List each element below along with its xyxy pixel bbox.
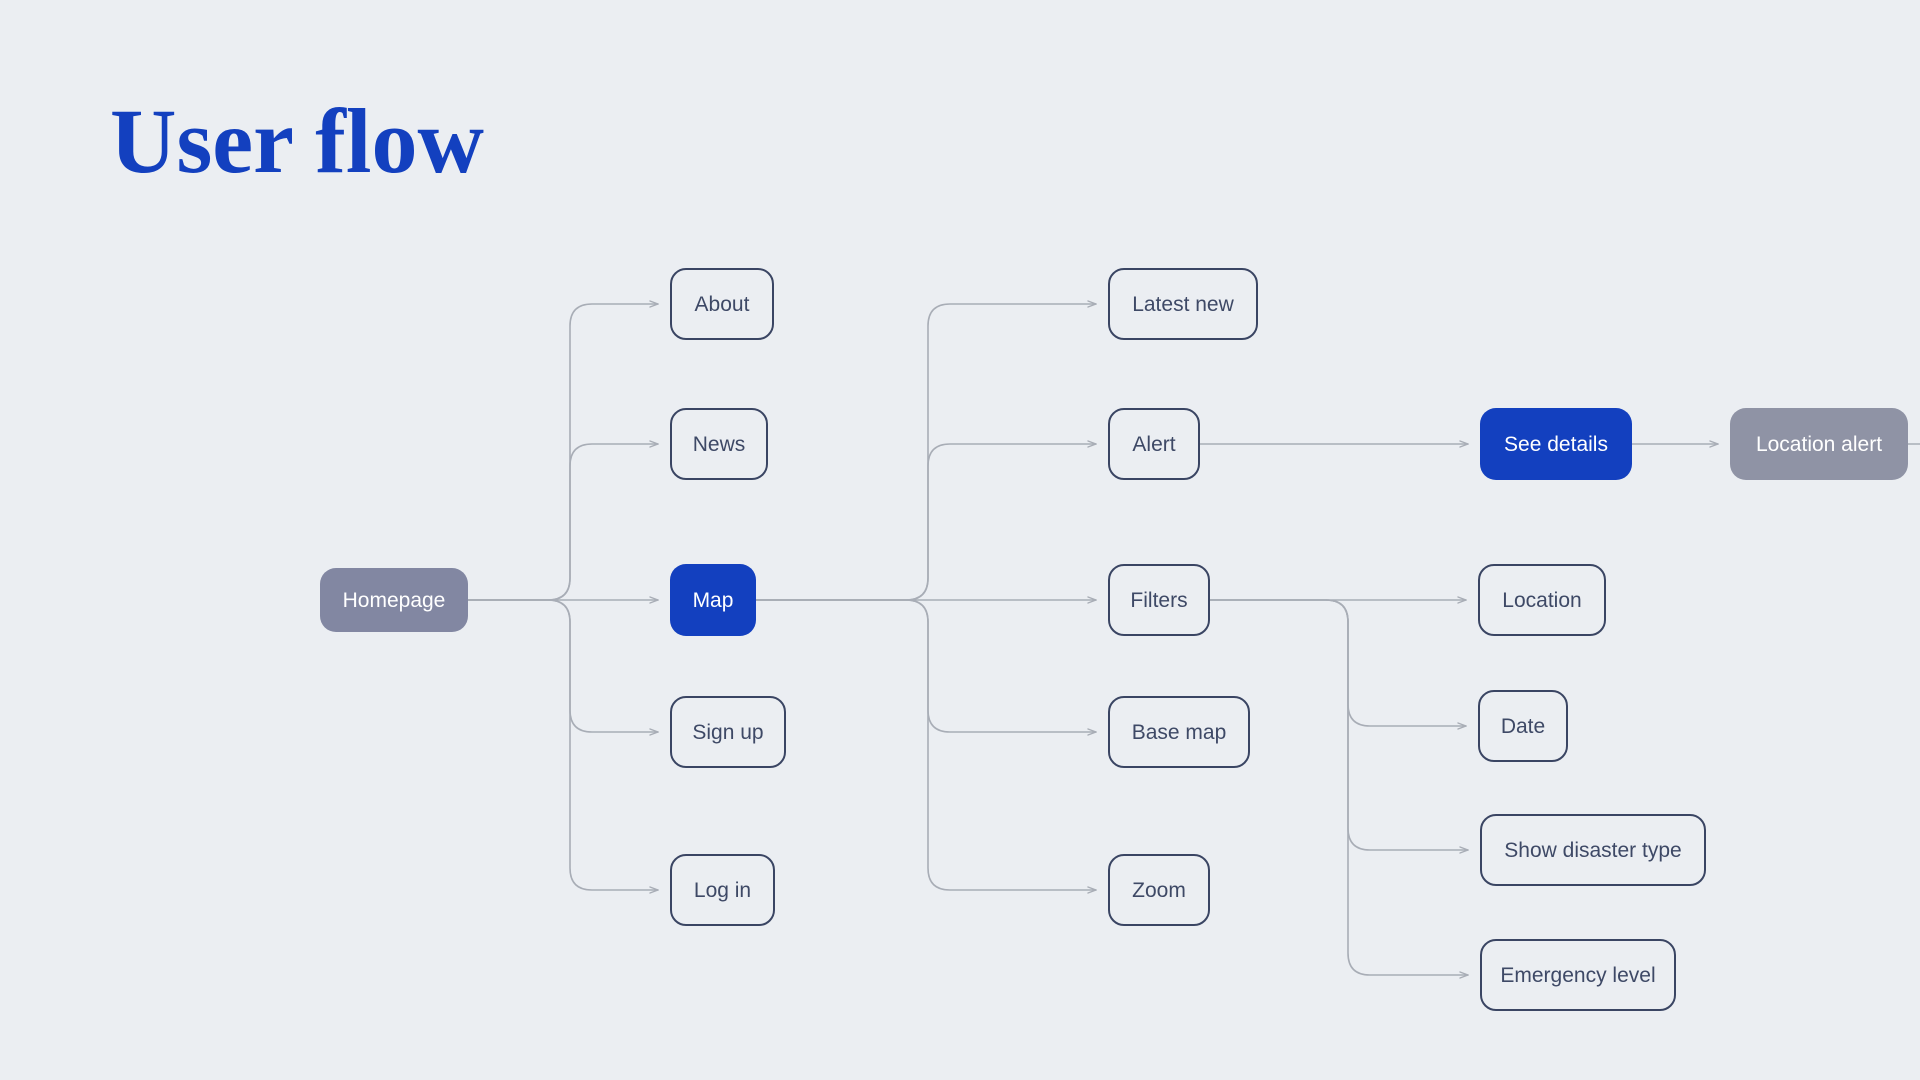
page-title: User flow: [110, 90, 484, 192]
node-label: See details: [1504, 432, 1608, 456]
edge-homepage-news: [467, 440, 659, 601]
node-date[interactable]: Date: [1478, 690, 1568, 762]
node-label: Base map: [1131, 720, 1227, 744]
edge-map-base-map: [755, 599, 1097, 736]
edge-map-zoom: [755, 599, 1097, 894]
edge-homepage-signup: [467, 599, 659, 736]
node-base-map[interactable]: Base map: [1108, 696, 1250, 768]
node-label: Filters: [1130, 588, 1188, 612]
node-login[interactable]: Log in: [670, 854, 775, 926]
node-label: Alert: [1132, 432, 1176, 456]
node-label: About: [694, 292, 750, 316]
node-disaster-type[interactable]: Show disaster type: [1480, 814, 1706, 886]
node-label: Zoom: [1132, 878, 1186, 902]
edge-homepage-login: [467, 599, 659, 894]
node-label: Show disaster type: [1504, 838, 1682, 862]
node-label: Homepage: [342, 588, 446, 612]
node-see-details[interactable]: See details: [1480, 408, 1632, 480]
node-map[interactable]: Map: [670, 564, 756, 636]
node-location-alert[interactable]: Location alert: [1730, 408, 1908, 480]
node-homepage[interactable]: Homepage: [320, 568, 468, 632]
edge-map-alert: [755, 440, 1097, 601]
node-about[interactable]: About: [670, 268, 774, 340]
node-location[interactable]: Location: [1478, 564, 1606, 636]
node-signup[interactable]: Sign up: [670, 696, 786, 768]
node-label: Date: [1500, 714, 1546, 738]
node-label: Log in: [693, 878, 752, 902]
node-label: Sign up: [692, 720, 764, 744]
node-filters[interactable]: Filters: [1108, 564, 1210, 636]
node-label: Map: [692, 588, 734, 612]
node-label: Emergency level: [1500, 963, 1656, 987]
edge-homepage-about: [467, 300, 659, 601]
node-news[interactable]: News: [670, 408, 768, 480]
node-zoom[interactable]: Zoom: [1108, 854, 1210, 926]
node-emergency[interactable]: Emergency level: [1480, 939, 1676, 1011]
edge-map-latest-new: [755, 300, 1097, 601]
node-label: Location alert: [1755, 432, 1883, 456]
node-label: News: [692, 432, 746, 456]
edge-filters-emergency: [1209, 599, 1469, 979]
node-label: Location: [1502, 588, 1582, 612]
node-alert[interactable]: Alert: [1108, 408, 1200, 480]
node-label: Latest new: [1132, 292, 1234, 316]
node-latest-new[interactable]: Latest new: [1108, 268, 1258, 340]
